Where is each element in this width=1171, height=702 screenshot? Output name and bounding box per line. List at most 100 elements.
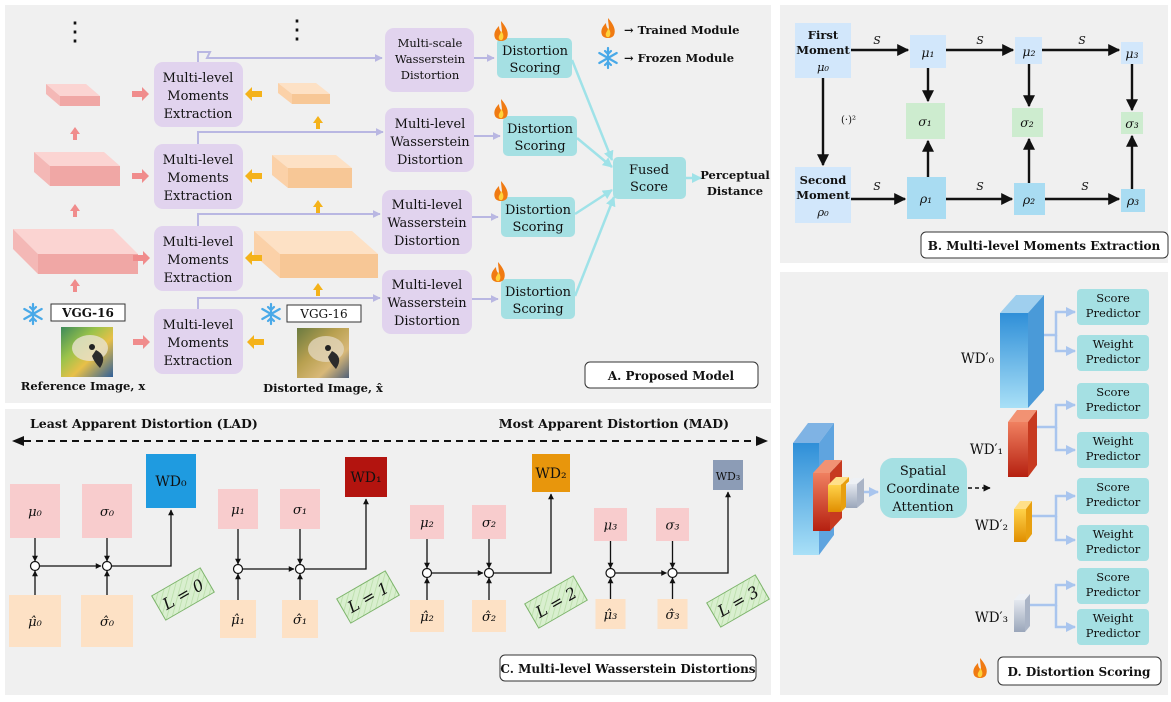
branch-wd2-score bbox=[1032, 491, 1076, 518]
square-operator: (·)² bbox=[841, 115, 856, 126]
arrow-right-ref-1 bbox=[132, 87, 149, 101]
mme4-line2: Moments bbox=[167, 336, 228, 351]
s-label: S bbox=[976, 34, 984, 47]
mme3-line3: Extraction bbox=[164, 271, 233, 286]
panel-b-moment-boxes bbox=[795, 23, 851, 223]
combine-node bbox=[605, 567, 616, 579]
ds1-line1: Distortion bbox=[502, 44, 569, 59]
mu-hat-box bbox=[220, 600, 256, 638]
sigma1-label: σ₁ bbox=[918, 114, 932, 129]
wd3-prime-label: WD′₃ bbox=[975, 610, 1008, 626]
wd-box bbox=[146, 454, 196, 508]
panel-c-caption-box bbox=[499, 654, 757, 682]
msw-line3: Distortion bbox=[401, 68, 460, 82]
sigma-hat-label: σ̂₀ bbox=[100, 615, 115, 630]
sigma-hat-label: σ̂₁ bbox=[293, 613, 307, 628]
branch-wd2-weight bbox=[1054, 516, 1076, 545]
mlw2-line3: Distortion bbox=[394, 234, 461, 249]
arrow-left-dist-1 bbox=[245, 87, 262, 101]
score-pred-3-line1: Score bbox=[1096, 570, 1130, 584]
ds3-line1: Distortion bbox=[505, 203, 572, 218]
sigma-label: σ₀ bbox=[100, 505, 115, 520]
vgg16-ref-box bbox=[50, 303, 126, 322]
dots-right: ⋮ bbox=[284, 15, 310, 45]
wd-box bbox=[532, 454, 570, 492]
arrow-right-ref-3 bbox=[133, 251, 150, 265]
panel-a-caption-box bbox=[584, 361, 759, 389]
combine-node bbox=[232, 563, 244, 575]
second-moment-line2: Moment bbox=[796, 188, 850, 202]
fused-score-box bbox=[613, 157, 686, 199]
reference-image-label: Reference Image, x bbox=[21, 379, 146, 393]
first-moment-line1: First bbox=[808, 28, 839, 42]
fused-line1: Fused bbox=[629, 163, 669, 178]
sigma3-label: σ₃ bbox=[1125, 116, 1139, 131]
sigma-hat-box bbox=[657, 599, 688, 629]
distorted-image bbox=[297, 328, 349, 378]
weight-pred-2-line1: Weight bbox=[1093, 527, 1134, 541]
combine-node bbox=[294, 563, 306, 575]
perceptual-line2: Distance bbox=[707, 184, 763, 198]
wd1-prime-label: WD′₁ bbox=[970, 442, 1003, 458]
mu-box bbox=[218, 489, 258, 529]
wd-prime-features bbox=[1000, 295, 1044, 632]
wasserstein-boxes bbox=[382, 28, 474, 334]
mu2-label: μ₂ bbox=[1022, 44, 1035, 59]
sigma-box bbox=[656, 508, 689, 541]
weight-pred-0-line1: Weight bbox=[1093, 337, 1134, 351]
s-label: S bbox=[873, 34, 881, 47]
panel-b-mu-boxes bbox=[910, 35, 1143, 68]
combine-node bbox=[29, 560, 41, 572]
connector-ds3-fused bbox=[574, 188, 613, 216]
arrow-left-dist-2 bbox=[245, 169, 262, 183]
sigma-hat-label: σ̂₃ bbox=[665, 608, 679, 623]
axis-arrow-left bbox=[12, 436, 24, 446]
mad-label: Most Apparent Distortion (MAD) bbox=[499, 416, 729, 431]
s-label: S bbox=[976, 180, 984, 193]
mme2-line2: Moments bbox=[167, 171, 228, 186]
first-moment-symbol: μ₀ bbox=[817, 60, 829, 74]
sca-line3: Attention bbox=[891, 500, 954, 515]
score-pred-2-line1: Score bbox=[1096, 480, 1130, 494]
distortion-scoring-boxes bbox=[497, 38, 577, 319]
sigma-hat-label: σ̂₂ bbox=[482, 610, 496, 625]
mlw2-line2: Wasserstein bbox=[387, 216, 467, 231]
panel-b-sigma-boxes bbox=[906, 103, 1143, 139]
arrow-right-ref-2 bbox=[132, 169, 149, 183]
mlw1-line1: Multi-level bbox=[395, 117, 466, 132]
mu-hat-box bbox=[9, 595, 61, 647]
distorted-feature-maps bbox=[254, 83, 378, 278]
score-pred-3-line2: Predictor bbox=[1086, 585, 1141, 599]
arrow-left-dist-4 bbox=[247, 335, 264, 349]
score-pred-1-line2: Predictor bbox=[1086, 400, 1141, 414]
level-tag: L = 1 bbox=[336, 570, 400, 624]
panel-d-caption: D. Distortion Scoring bbox=[1008, 665, 1152, 679]
mu1-label: μ₁ bbox=[921, 45, 934, 60]
perceptual-line1: Perceptual bbox=[700, 168, 770, 182]
weight-pred-3-line1: Weight bbox=[1093, 611, 1134, 625]
rho3-label: ρ₃ bbox=[1126, 193, 1139, 208]
branch-wd3-score bbox=[1030, 580, 1076, 607]
connector-mme4-mlw bbox=[197, 294, 381, 309]
arrow-to-wd bbox=[112, 509, 174, 567]
arrow-to-wd bbox=[677, 491, 731, 574]
arrow-right-ref-4 bbox=[133, 335, 150, 349]
rho1-label: ρ₁ bbox=[919, 191, 932, 206]
mlw3-line3: Distortion bbox=[394, 314, 461, 329]
ds1-line2: Scoring bbox=[509, 61, 560, 76]
branch-wd1-weight bbox=[1054, 427, 1076, 455]
sigma-label: σ₃ bbox=[665, 519, 679, 534]
mu-hat-label: μ̂₁ bbox=[231, 613, 245, 628]
connector-mme3-mlw bbox=[197, 210, 381, 226]
sca-box bbox=[880, 458, 967, 518]
score-pred-0-line2: Predictor bbox=[1086, 306, 1141, 320]
mu-box bbox=[594, 508, 627, 541]
msw-line2: Wasserstein bbox=[395, 52, 466, 66]
feature-stack bbox=[793, 423, 864, 555]
mu-hat-box bbox=[595, 599, 626, 629]
connector-ds2-fused bbox=[576, 137, 613, 168]
mme-boxes bbox=[154, 62, 243, 374]
weight-pred-3-line2: Predictor bbox=[1086, 626, 1141, 640]
wd-label: WD₂ bbox=[535, 466, 566, 482]
